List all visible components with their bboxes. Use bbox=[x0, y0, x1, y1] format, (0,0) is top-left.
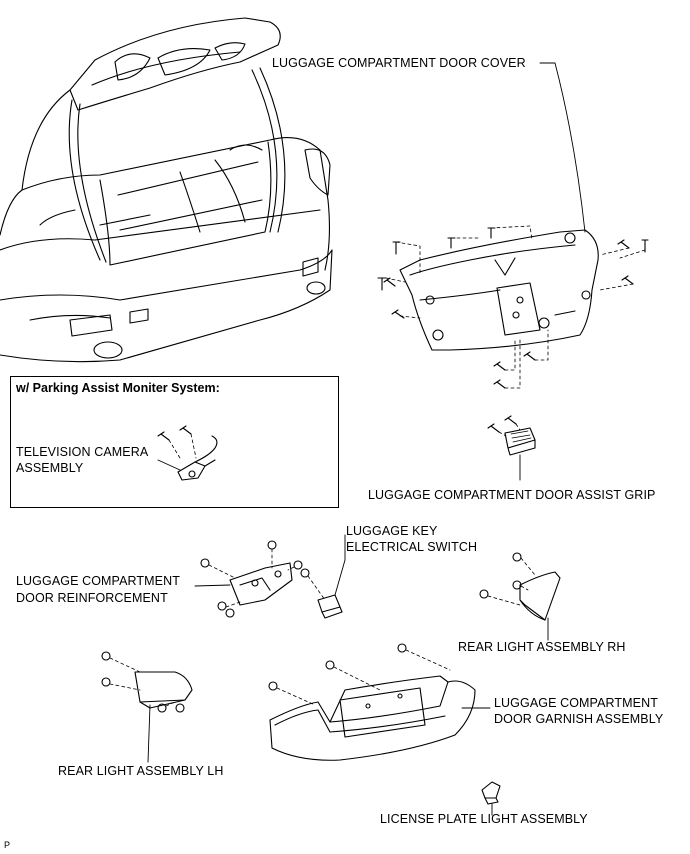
label-door-cover: LUGGAGE COMPARTMENT DOOR COVER bbox=[272, 56, 526, 70]
label-key-switch-line2: ELECTRICAL SWITCH bbox=[346, 540, 478, 554]
car-rear-illustration bbox=[0, 17, 333, 363]
label-garnish-line1: LUGGAGE COMPARTMENT bbox=[494, 696, 658, 710]
television-camera-part bbox=[157, 425, 218, 481]
label-rear-light-rh: REAR LIGHT ASSEMBLY RH bbox=[458, 640, 626, 654]
label-reinforcement-line2: DOOR REINFORCEMENT bbox=[16, 591, 168, 605]
door-garnish-part bbox=[268, 643, 491, 761]
label-reinforcement-line1: LUGGAGE COMPARTMENT bbox=[16, 574, 180, 588]
rear-light-lh-part bbox=[101, 651, 193, 763]
inset-title: w/ Parking Assist Moniter System: bbox=[16, 381, 220, 395]
label-key-switch-line1: LUGGAGE KEY bbox=[346, 524, 438, 538]
label-camera-line1: TELEVISION CAMERA bbox=[16, 445, 149, 459]
rear-light-rh-part bbox=[479, 552, 561, 641]
door-reinforcement-part bbox=[194, 540, 303, 618]
label-camera-line2: ASSEMBLY bbox=[16, 461, 84, 475]
label-assist-grip: LUGGAGE COMPARTMENT DOOR ASSIST GRIP bbox=[368, 488, 656, 502]
key-switch-part bbox=[300, 534, 346, 619]
assist-grip-part bbox=[487, 415, 536, 481]
label-rear-light-lh: REAR LIGHT ASSEMBLY LH bbox=[58, 764, 224, 778]
license-light-part bbox=[481, 781, 501, 816]
door-cover-part bbox=[377, 62, 649, 389]
corner-mark: P bbox=[4, 840, 11, 850]
label-garnish-line2: DOOR GARNISH ASSEMBLY bbox=[494, 712, 664, 726]
parking-assist-inset bbox=[10, 376, 339, 508]
label-license-light: LICENSE PLATE LIGHT ASSEMBLY bbox=[380, 812, 588, 826]
